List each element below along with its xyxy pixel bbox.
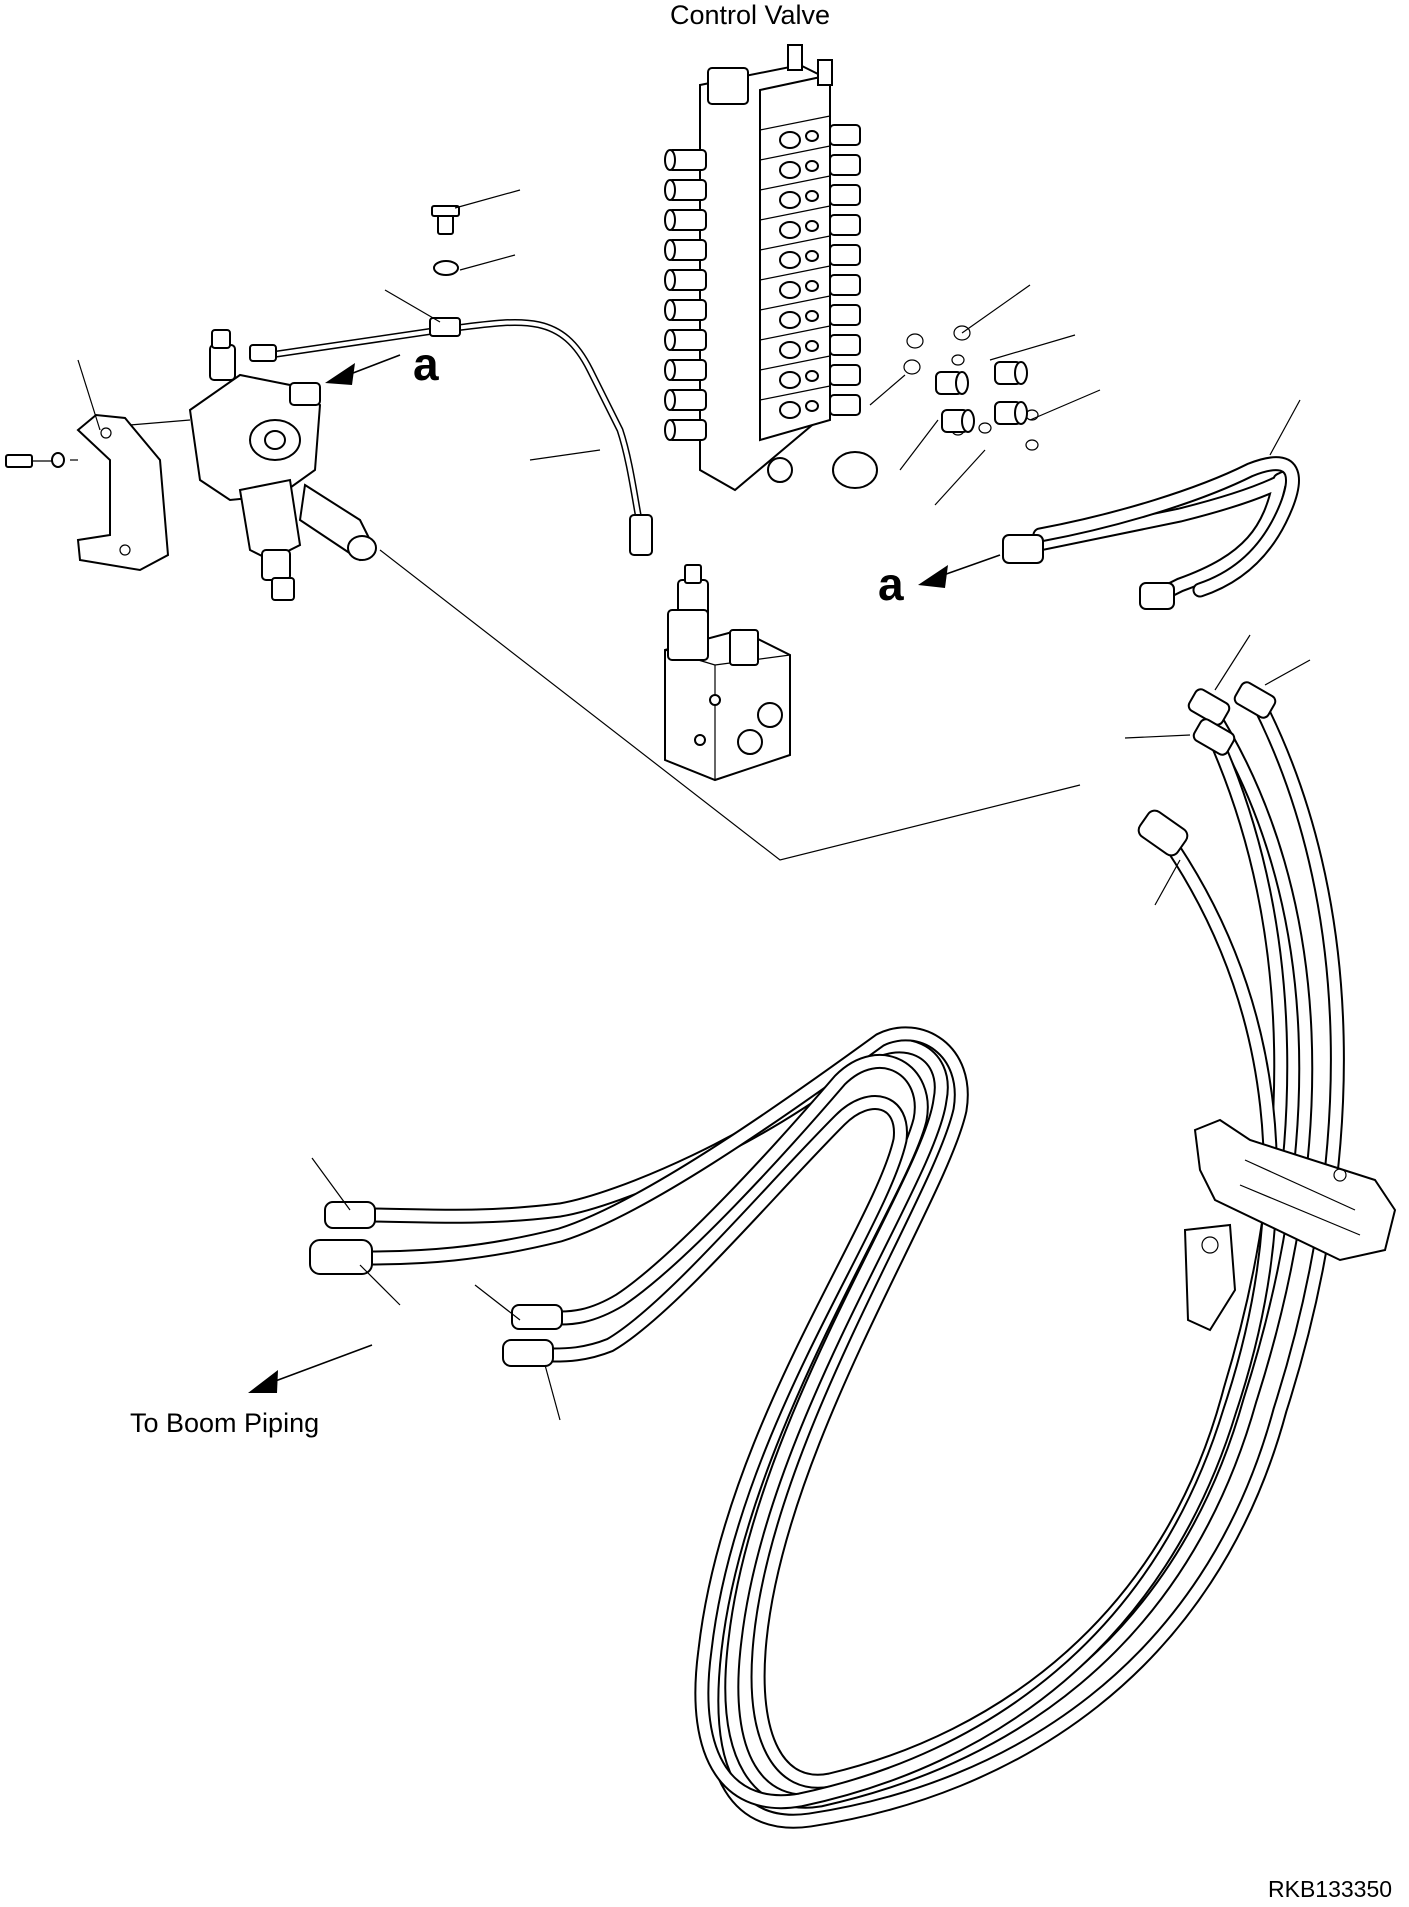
- control-valve: [664, 44, 878, 492]
- solenoid-valve-block: [664, 564, 791, 782]
- return-hose: [1002, 399, 1301, 610]
- drawing-number: RKB133350: [1268, 1876, 1392, 1902]
- callout-a-upper: a: [413, 338, 439, 390]
- callout-arrow-upper: [325, 354, 401, 385]
- control-valve-label: Control Valve: [670, 0, 830, 30]
- hose-bundle: [360, 692, 1345, 1829]
- hose-clamp-bracket: [1183, 1118, 1397, 1332]
- pilot-tube: [249, 189, 653, 556]
- callout-a-right: a: [878, 558, 904, 610]
- to-boom-piping-label: To Boom Piping: [130, 1408, 319, 1438]
- hose-fittings-lower: [309, 1157, 563, 1421]
- to-boom-arrow: [248, 1344, 373, 1393]
- callout-arrow-right: [918, 554, 1001, 588]
- leader-line: [379, 549, 1081, 861]
- hose-fittings-upper: [1124, 634, 1311, 906]
- o-rings-and-adapters: [869, 284, 1101, 506]
- pressure-valve-assembly: [5, 329, 377, 601]
